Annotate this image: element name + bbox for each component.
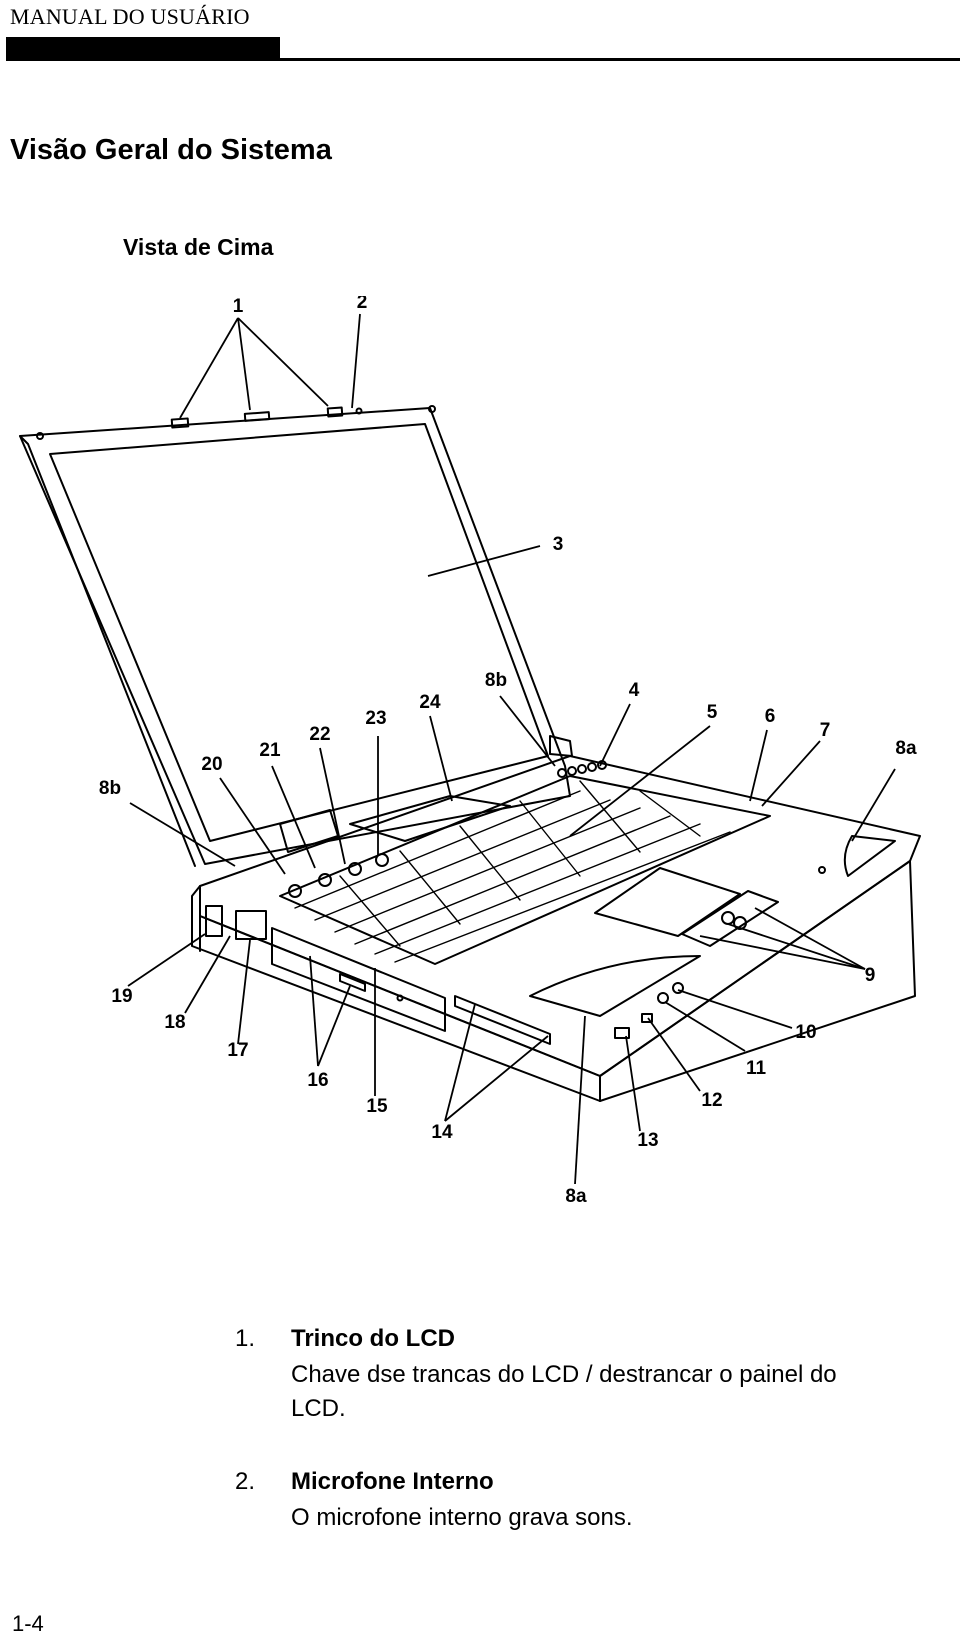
- laptop-illustration: 1 2 3 4 5 6 7 8a 8a 8b 8b 9 10 11 12 13 …: [19, 296, 921, 1207]
- callout-15: 15: [366, 1096, 388, 1117]
- callout-11: 11: [746, 1058, 767, 1079]
- palm-rest: [529, 955, 701, 1017]
- callout-21: 21: [259, 740, 281, 761]
- lan-modem-ports: [235, 910, 267, 940]
- callout-18: 18: [164, 1012, 185, 1033]
- item-number: 1.: [235, 1325, 256, 1352]
- section-subtitle: Vista de Cima: [123, 234, 274, 260]
- callout-4: 4: [629, 680, 640, 701]
- callout-23: 23: [365, 708, 386, 729]
- callout-12: 12: [701, 1090, 722, 1111]
- internal-microphone: [355, 407, 363, 415]
- header-rule-thin: [280, 58, 960, 61]
- base-left-side: [191, 885, 601, 1102]
- page-number: 1-4: [12, 1611, 44, 1636]
- callout-8b-top: 8b: [485, 670, 507, 691]
- callout-9: 9: [865, 965, 876, 986]
- callout-13: 13: [637, 1130, 658, 1151]
- callout-20: 20: [201, 754, 222, 775]
- pc-card-slot: [454, 995, 551, 1045]
- ir-port: [614, 1027, 630, 1039]
- optical-drive: [271, 927, 446, 1032]
- callout-6: 6: [765, 706, 776, 727]
- speaker-right: [843, 835, 896, 877]
- mic-in-jack: [657, 992, 669, 1004]
- callout-10: 10: [795, 1022, 816, 1043]
- callout-5: 5: [707, 702, 718, 723]
- laptop-top-view-figure: 1 2 3 4 5 6 7 8a 8a 8b 8b 9 10 11 12 13 …: [10, 296, 955, 1258]
- lcd-latch-center: [243, 411, 271, 422]
- callout-8a-right: 8a: [895, 738, 917, 759]
- touchpad-buttons: [681, 890, 779, 947]
- item-description: Chave dse trancas do LCD / destrancar o …: [291, 1361, 837, 1422]
- callout-14: 14: [431, 1122, 453, 1143]
- running-header: MANUAL DO USUÁRIO: [10, 4, 250, 29]
- lcd-latch-right: [326, 406, 344, 418]
- header-rule-thick: [6, 37, 280, 61]
- item-description: O microfone interno grava sons.: [291, 1504, 633, 1531]
- callout-2: 2: [357, 296, 368, 313]
- item-heading: Trinco do LCD: [291, 1325, 455, 1352]
- item-heading: Microfone Interno: [291, 1468, 494, 1495]
- callout-1: 1: [233, 296, 244, 317]
- volume-control: [641, 1013, 653, 1023]
- callout-17: 17: [227, 1040, 248, 1061]
- callout-19: 19: [111, 986, 132, 1007]
- callout-3: 3: [553, 534, 564, 555]
- callout-8b-left: 8b: [99, 778, 121, 799]
- callout-24: 24: [419, 692, 441, 713]
- lcd-screen: [49, 423, 549, 842]
- touchpad: [594, 867, 741, 937]
- usb-ports: [205, 905, 223, 937]
- lcd-latch-left: [170, 417, 190, 429]
- item-number: 2.: [235, 1468, 256, 1495]
- section-title: Visão Geral do Sistema: [10, 134, 332, 166]
- headphone-jack: [672, 982, 684, 994]
- callout-8a-bottom: 8a: [565, 1186, 587, 1207]
- callout-7: 7: [820, 720, 831, 741]
- callout-22: 22: [309, 724, 330, 745]
- callout-16: 16: [307, 1070, 328, 1091]
- keyboard: [279, 775, 771, 965]
